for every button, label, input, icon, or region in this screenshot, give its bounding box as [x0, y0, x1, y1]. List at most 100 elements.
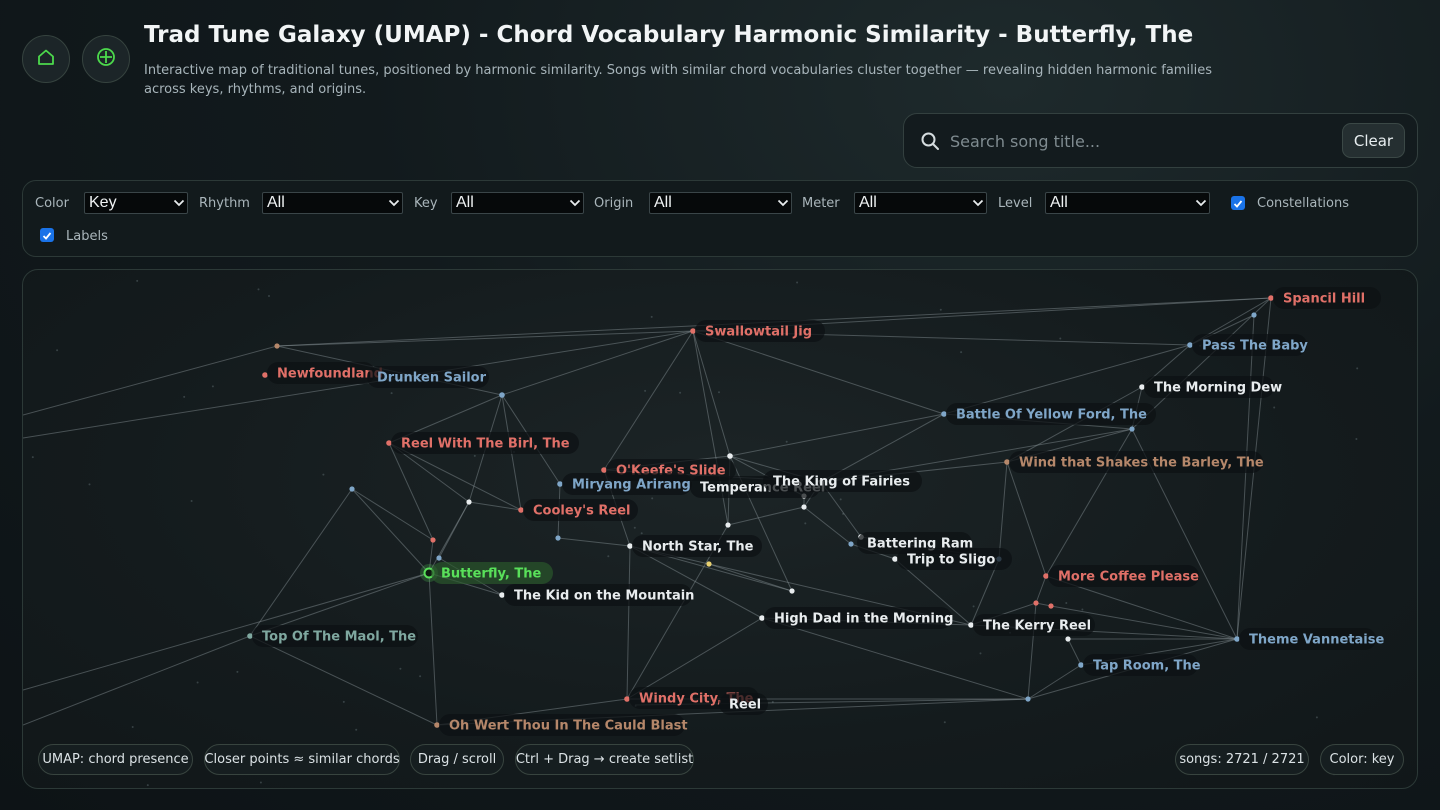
color-mode-badge: Color: key [1320, 744, 1404, 775]
tune-point[interactable] [499, 392, 505, 398]
tune-point[interactable] [848, 541, 854, 547]
home-button[interactable] [22, 35, 70, 83]
label-background [504, 584, 692, 606]
tune-point[interactable] [941, 411, 947, 417]
tune-point[interactable] [759, 615, 765, 621]
tune-label-cooley-s-reel[interactable]: Cooley's Reel [523, 499, 638, 521]
tune-point[interactable] [968, 622, 974, 628]
tune-point[interactable] [725, 522, 731, 528]
rhythm-select[interactable]: All [262, 192, 403, 214]
tune-point[interactable] [262, 372, 268, 378]
constellation-line [894, 558, 972, 626]
color-select[interactable]: Key [84, 192, 188, 214]
tune-label-oh-wert-thou-in-the-cauld-blast[interactable]: Oh Wert Thou In The Cauld Blast [439, 714, 688, 736]
tune-point[interactable] [274, 343, 280, 349]
tune-point[interactable] [892, 556, 898, 562]
background-star [473, 454, 476, 457]
tune-point[interactable] [499, 592, 505, 598]
tune-label-the-morning-dew[interactable]: The Morning Dew [1144, 376, 1282, 398]
tune-point[interactable] [1139, 384, 1145, 390]
tune-point[interactable] [1078, 662, 1084, 668]
tune-point[interactable] [1004, 459, 1010, 465]
tune-point[interactable] [436, 555, 442, 561]
tune-point[interactable] [1048, 603, 1054, 609]
tune-point[interactable] [727, 453, 733, 459]
tune-point[interactable] [1187, 342, 1193, 348]
tune-point[interactable] [1251, 312, 1257, 318]
key-select[interactable]: All [451, 192, 584, 214]
tune-label-theme-vannetaise[interactable]: Theme Vannetaise [1239, 628, 1384, 650]
label-background [523, 499, 638, 521]
constellations-checkbox[interactable] [1231, 196, 1245, 210]
tune-label-trip-to-sligo[interactable]: Trip to Sligo [897, 548, 1012, 570]
tune-label-north-star-the[interactable]: North Star, The [632, 535, 762, 557]
tune-label-text: Trip to Sligo [907, 553, 995, 568]
label-background [1144, 376, 1274, 398]
tune-label-pass-the-baby[interactable]: Pass The Baby [1192, 334, 1308, 356]
origin-select[interactable]: All [649, 192, 792, 214]
labels-checkbox[interactable] [40, 228, 54, 242]
tune-point[interactable] [430, 537, 436, 543]
constellation-line [626, 617, 763, 700]
tune-point[interactable] [1129, 426, 1135, 432]
search-input[interactable] [950, 128, 1330, 154]
tune-point[interactable] [789, 588, 795, 594]
tune-point[interactable] [518, 507, 524, 513]
tune-label-newfoundland[interactable]: Newfoundland [267, 362, 383, 384]
tune-point[interactable] [434, 722, 440, 728]
constellation-line [23, 635, 251, 726]
tune-point[interactable] [1025, 696, 1031, 702]
tune-label-the-king-of-fairies[interactable]: The King of Fairies [763, 470, 922, 492]
tune-label-top-of-the-maol-the[interactable]: Top Of The Maol, The [252, 625, 418, 647]
tune-point[interactable] [349, 486, 355, 492]
tune-point[interactable] [624, 696, 630, 702]
tune-point[interactable] [247, 633, 253, 639]
tune-point[interactable] [1234, 636, 1240, 642]
tune-point[interactable] [690, 328, 696, 334]
tune-label-text: The King of Fairies [773, 475, 910, 490]
label-background [391, 432, 579, 454]
tune-point[interactable] [557, 481, 563, 487]
clear-button[interactable]: Clear [1342, 123, 1405, 158]
recenter-button[interactable] [82, 35, 130, 83]
tune-label-the-kerry-reel[interactable]: The Kerry Reel [973, 614, 1095, 636]
tune-point[interactable] [1043, 573, 1049, 579]
background-star [257, 288, 260, 291]
tune-label-miryang-arirang[interactable]: Miryang Arirang [562, 473, 692, 495]
tune-point[interactable] [1065, 636, 1071, 642]
tune-point[interactable] [1033, 600, 1039, 606]
constellation-line [692, 330, 731, 457]
tune-label-high-dad-in-the-morning[interactable]: High Dad in the Morning [764, 607, 953, 629]
tune-point[interactable] [627, 543, 633, 549]
tune-label-reel-with-the-birl-the[interactable]: Reel With The Birl, The [391, 432, 579, 454]
background-star [268, 295, 270, 297]
tune-label-the-kid-on-the-mountain[interactable]: The Kid on the Mountain [504, 584, 694, 606]
tune-point[interactable] [466, 499, 472, 505]
tune-label-tap-room-the[interactable]: Tap Room, The [1083, 654, 1201, 676]
tune-label-reel[interactable]: Reel [719, 693, 768, 715]
tune-point[interactable] [555, 535, 561, 541]
tune-point[interactable] [601, 467, 607, 473]
tune-label-drunken-sailor[interactable]: Drunken Sailor [367, 366, 489, 388]
background-star [771, 701, 774, 703]
tune-label-swallowtail-jig[interactable]: Swallowtail Jig [695, 320, 825, 342]
background-star [136, 279, 139, 282]
tune-point[interactable] [386, 440, 392, 446]
tune-label-battle-of-yellow-ford-the[interactable]: Battle Of Yellow Ford, The [946, 403, 1156, 425]
tune-point[interactable] [801, 504, 807, 510]
tune-label-wind-that-shakes-the-barley-the[interactable]: Wind that Shakes the Barley, The [1009, 451, 1264, 473]
tune-label-butterfly-the[interactable]: Butterfly, The [431, 562, 553, 584]
chevron-down-icon [1195, 194, 1207, 212]
chevron-down-icon [569, 194, 581, 212]
tune-label-more-coffee-please[interactable]: More Coffee Please [1048, 565, 1199, 587]
constellation-line [351, 488, 434, 541]
tune-point[interactable] [706, 561, 712, 567]
tune-point[interactable] [1268, 295, 1274, 301]
tune-label-spancil-hill[interactable]: Spancil Hill [1273, 287, 1381, 309]
constellation-line [438, 501, 470, 559]
meter-select[interactable]: All [854, 192, 987, 214]
level-select[interactable]: All [1045, 192, 1210, 214]
background-star [390, 392, 393, 395]
